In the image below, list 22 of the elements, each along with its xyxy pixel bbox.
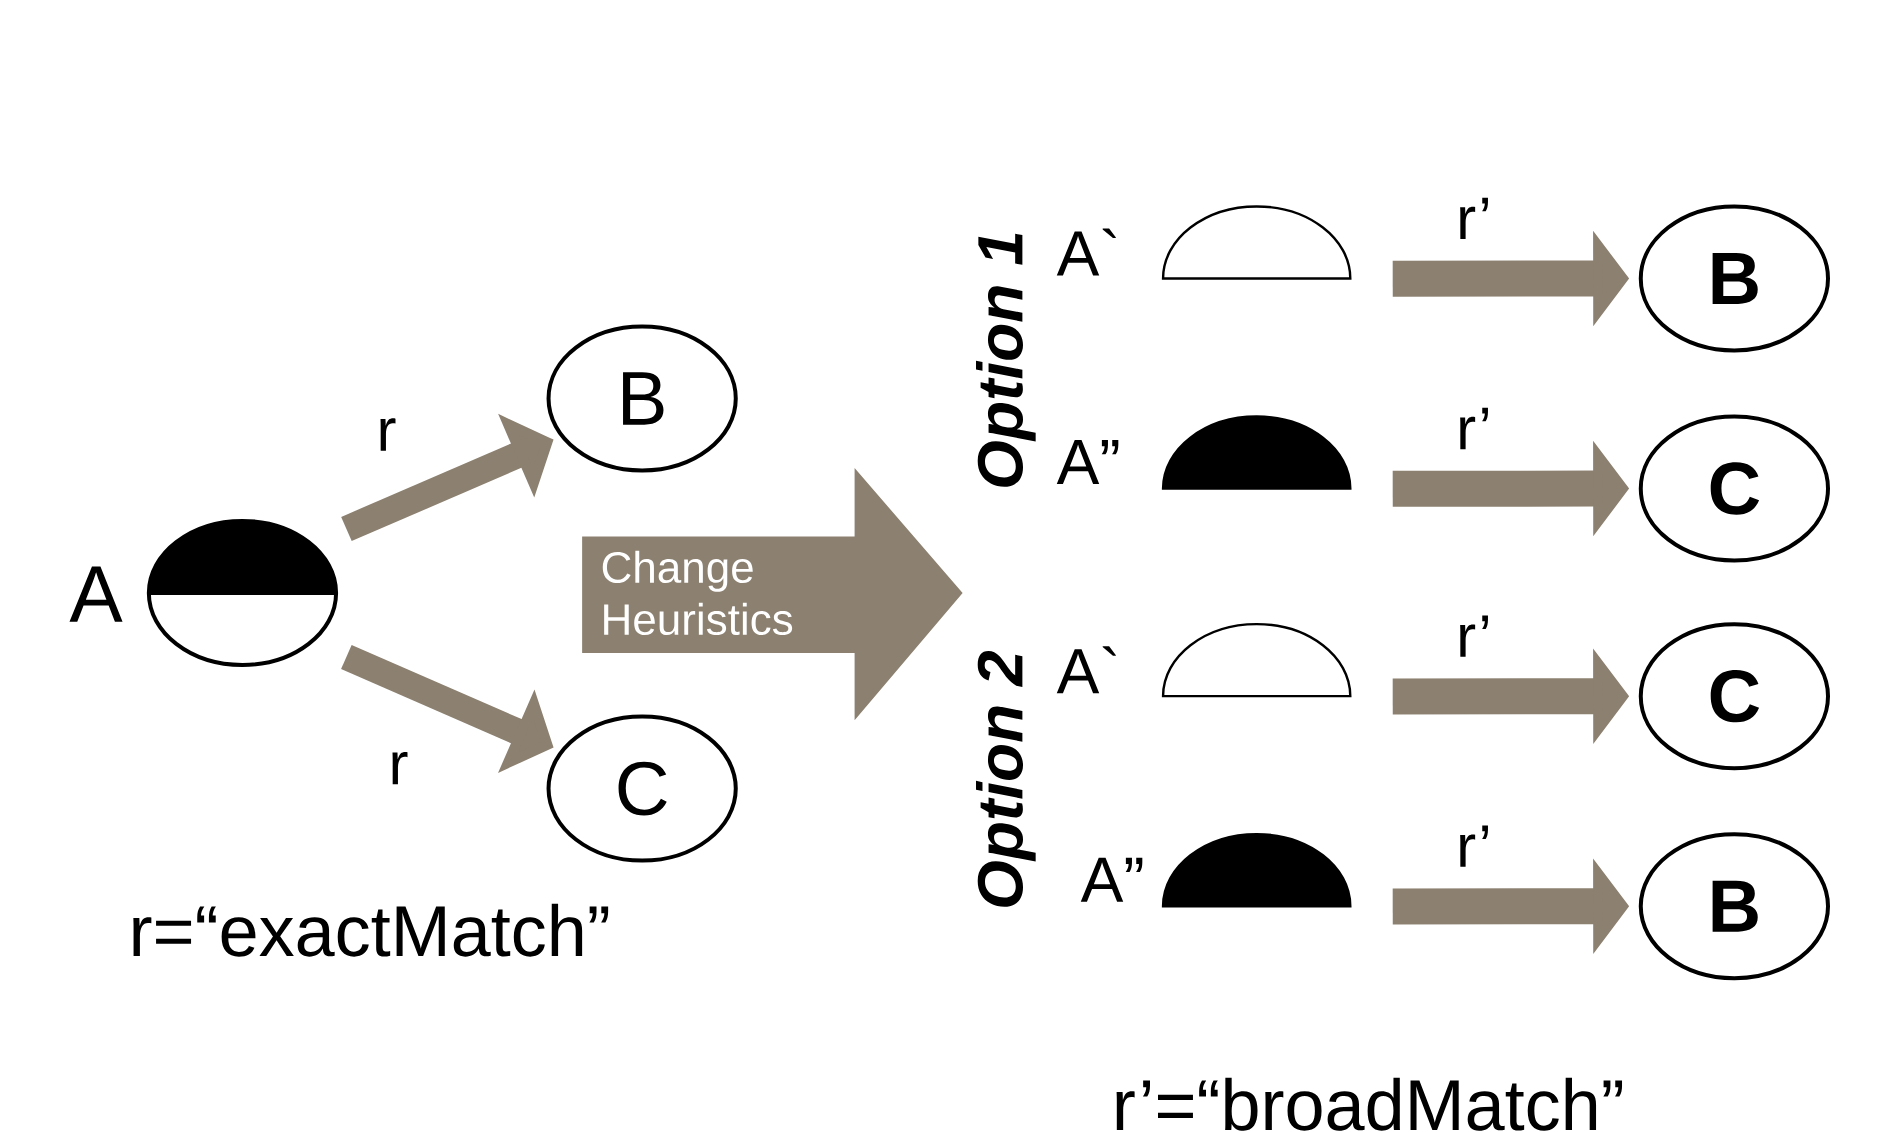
definition-label: r=“exactMatch” xyxy=(133,903,609,957)
node-letter: A xyxy=(69,566,123,622)
ellipse-node: B xyxy=(1638,204,1830,353)
ellipse-node: C xyxy=(1638,414,1830,563)
node-letter: A` xyxy=(1056,646,1116,694)
edge-label: r’ xyxy=(1460,197,1488,240)
option-label: Option 2 xyxy=(976,651,1036,907)
node-letter: A` xyxy=(1056,228,1116,276)
edge-label: r’ xyxy=(1460,825,1488,867)
node-letter: A” xyxy=(1056,440,1119,485)
ellipse-node: C xyxy=(1638,622,1830,771)
ellipse-node: C xyxy=(546,714,738,863)
option-label: Option 1 xyxy=(976,233,1036,487)
ellipse-node: B xyxy=(546,324,738,473)
node-letter: A” xyxy=(1080,857,1143,902)
half-filled-ellipse xyxy=(146,519,339,667)
edge-label: r xyxy=(392,752,408,785)
edge-label: r xyxy=(380,418,396,451)
ellipse-node: B xyxy=(1638,832,1830,981)
edge-label: r’ xyxy=(1460,615,1488,657)
edge-label: r’ xyxy=(1460,407,1488,450)
definition-label: r’=“broadMatch” xyxy=(1116,1077,1623,1131)
